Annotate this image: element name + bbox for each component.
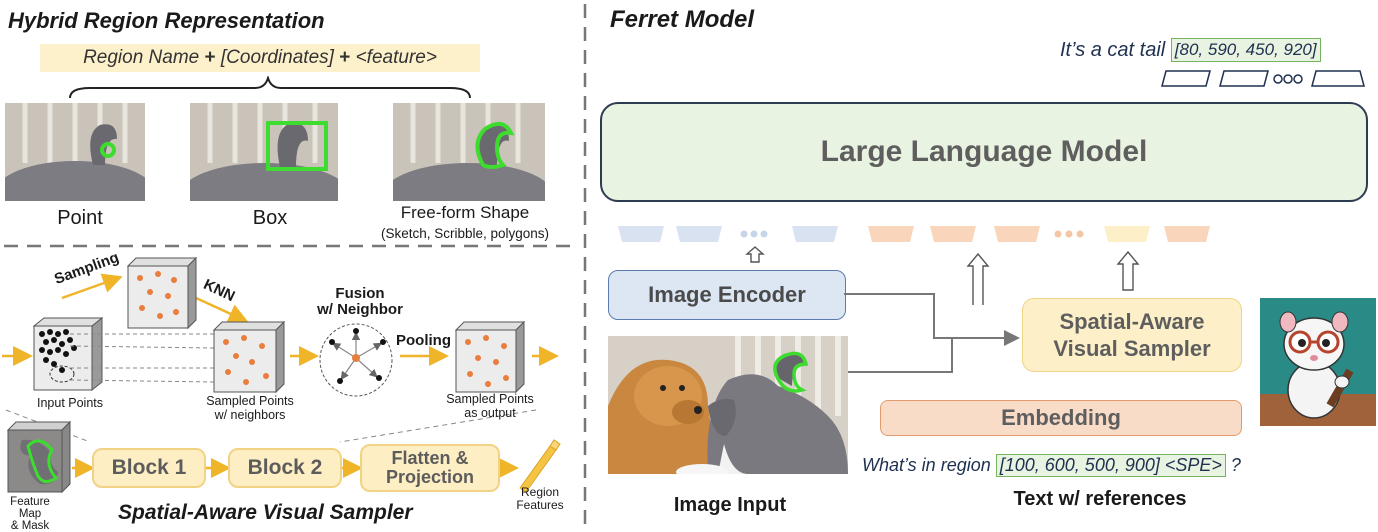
pooling-label: Pooling xyxy=(396,332,451,349)
embedding-label: Embedding xyxy=(1001,405,1121,430)
output-points-cube xyxy=(454,320,526,394)
token-row xyxy=(618,226,1210,305)
formula-plus-1: + xyxy=(204,47,216,68)
fusion-label: Fusion w/ Neighbor xyxy=(317,285,403,318)
image-encoder-box: Image Encoder xyxy=(608,270,846,320)
sampling-cube xyxy=(126,256,198,330)
block-2: Block 2 xyxy=(228,448,342,488)
llm-box: Large Language Model xyxy=(600,102,1368,202)
sampled-neighbors-label: Sampled Points w/ neighbors xyxy=(206,394,294,422)
box-label: Box xyxy=(252,207,288,229)
sampler-title: Spatial-Aware Visual Sampler xyxy=(118,501,413,524)
left-dashed-separator xyxy=(4,244,576,248)
feature-map-label: Feature Map & Mask xyxy=(10,496,50,532)
formula-part-name: Region Name xyxy=(83,47,205,68)
output-sentence: It’s a cat tail [80, 590, 450, 920] xyxy=(1060,38,1321,62)
text-references-label: Text w/ references xyxy=(1013,488,1187,510)
fusion-circle xyxy=(319,323,393,397)
region-features-label: Region Features xyxy=(516,485,564,512)
hybrid-region-title: Hybrid Region Representation xyxy=(8,8,325,33)
point-label: Point xyxy=(57,207,103,229)
vertical-dashed-separator xyxy=(583,4,587,524)
sampled-neighbors-cube xyxy=(212,320,286,394)
question-tail: ? xyxy=(1225,455,1241,475)
box-example-image xyxy=(190,103,338,201)
region-formula: Region Name + [Coordinates] + <feature> xyxy=(40,44,480,72)
input-points-label: Input Points xyxy=(36,396,103,410)
spatial-sampler-label: Spatial-Aware Visual Sampler xyxy=(1053,309,1211,361)
ferret-title: Ferret Model xyxy=(610,6,755,33)
region-features-bar xyxy=(519,439,561,493)
question-text: What’s in region xyxy=(862,455,996,475)
spatial-sampler-box: Spatial-Aware Visual Sampler xyxy=(1022,298,1242,372)
question-sentence: What’s in region [100, 600, 500, 900] <S… xyxy=(862,454,1241,477)
question-coords: [100, 600, 500, 900] <SPE> xyxy=(995,454,1226,477)
sampled-output-label: Sampled Points as output xyxy=(446,392,534,420)
image-encoder-label: Image Encoder xyxy=(648,282,806,307)
output-text: It’s a cat tail xyxy=(1060,38,1171,61)
flatten-projection: Flatten & Projection xyxy=(360,444,500,492)
input-points-cube xyxy=(32,316,104,392)
sampler-diagram xyxy=(2,256,561,494)
freeform-label: Free-form Shape xyxy=(400,203,530,222)
freeform-example-image xyxy=(393,103,545,201)
formula-part-feature: <feature> xyxy=(350,47,437,68)
point-example-image xyxy=(5,103,145,201)
feature-map-cube xyxy=(6,420,72,494)
output-coords: [80, 590, 450, 920] xyxy=(1170,38,1321,62)
ferret-cartoon xyxy=(1260,298,1376,426)
connector-lines xyxy=(844,293,1020,373)
freeform-sublabel: (Sketch, Scribble, polygons) xyxy=(380,226,550,241)
input-image xyxy=(608,336,848,474)
formula-part-coords: [Coordinates] xyxy=(215,47,340,68)
curly-brace xyxy=(69,76,471,99)
formula-plus-2: + xyxy=(339,47,351,68)
output-tokens xyxy=(1161,70,1365,87)
image-input-label: Image Input xyxy=(673,494,787,516)
llm-label: Large Language Model xyxy=(820,135,1148,168)
block-1: Block 1 xyxy=(92,448,206,488)
embedding-box: Embedding xyxy=(880,400,1242,436)
